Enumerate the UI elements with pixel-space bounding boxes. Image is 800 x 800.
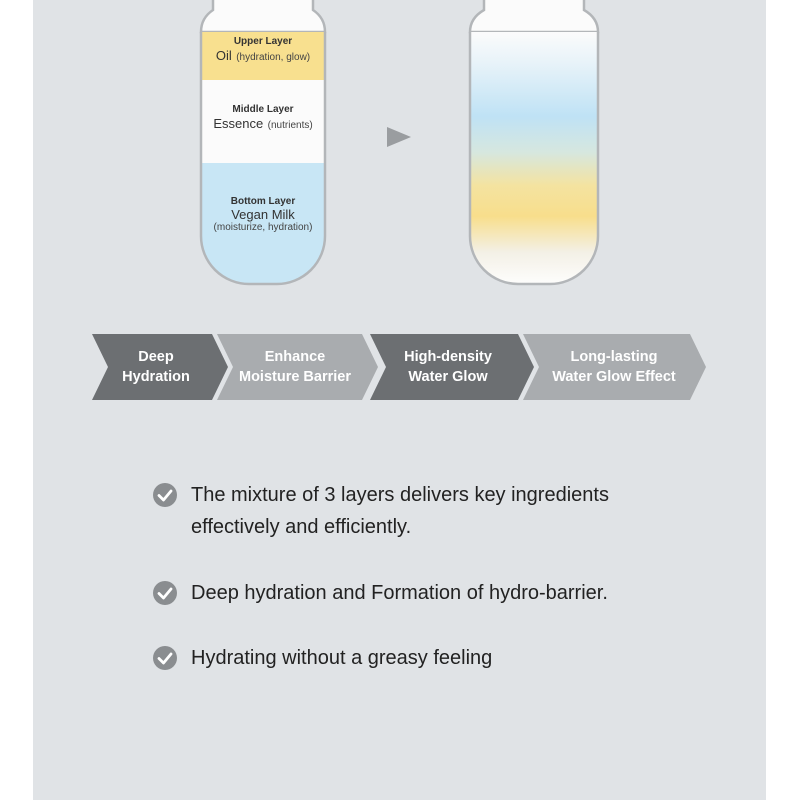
bottom-layer-label: Bottom Layer <box>230 196 296 207</box>
check-circle-icon <box>153 581 177 605</box>
benefit-item-3: Hydrating without a greasy feeling <box>152 642 712 674</box>
benefit-item-1: The mixture of 3 layers delivers key ing… <box>152 479 712 543</box>
bottom-layer-text: Bottom Layer Vegan Milk (moisturize, hyd… <box>193 196 333 233</box>
background-panel <box>33 0 766 800</box>
mixed-bottle-after <box>468 0 600 286</box>
step-4-label: Long-lasting Water Glow Effect <box>552 349 676 385</box>
upper-layer-label: Upper Layer <box>233 36 293 47</box>
step-3-label: High-density Water Glow <box>404 349 492 385</box>
check-circle-icon <box>153 646 177 670</box>
benefit-text-3: Hydrating without a greasy feeling <box>191 647 493 669</box>
check-circle-icon <box>153 483 177 507</box>
bottom-layer-note: (moisturize, hydration) <box>213 222 313 233</box>
step-2-label: Enhance Moisture Barrier <box>238 349 351 385</box>
chevron-step-3 <box>370 334 534 400</box>
upper-layer-name: Oil <box>215 48 232 63</box>
middle-layer-text: Middle Layer Essence (nutrients) <box>193 104 333 133</box>
chevron-step-1 <box>92 334 228 400</box>
chevron-step-2 <box>217 334 378 400</box>
middle-layer-label: Middle Layer <box>232 104 294 115</box>
benefit-text-1: The mixture of 3 layers delivers key ing… <box>191 484 609 538</box>
layered-bottle-before <box>199 0 327 286</box>
step-1-label: Deep Hydration <box>122 349 190 385</box>
chevron-step-4 <box>523 334 706 400</box>
process-chevrons <box>92 334 706 400</box>
middle-layer-name: Essence <box>213 116 264 131</box>
upper-layer-note: (hydration, glow) <box>236 52 311 63</box>
upper-layer-text: Upper Layer Oil (hydration, glow) <box>193 36 333 65</box>
play-arrow-icon <box>387 127 411 147</box>
benefit-text-2: Deep hydration and Formation of hydro-ba… <box>191 582 608 604</box>
benefit-item-2: Deep hydration and Formation of hydro-ba… <box>152 577 712 609</box>
bottom-layer-name: Vegan Milk <box>231 207 295 222</box>
middle-layer-note: (nutrients) <box>267 120 313 131</box>
